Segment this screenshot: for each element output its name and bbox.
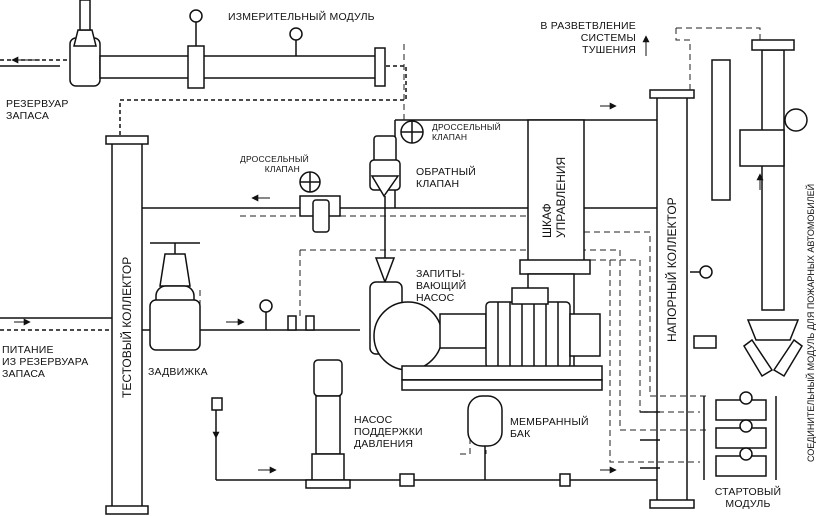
start-module-label: СТАРТОВЫЙ МОДУЛЬ bbox=[714, 486, 782, 510]
to-branch-label: В РАЗВЕТВЛЕНИЕ СИСТЕМЫ ТУШЕНИЯ bbox=[540, 20, 636, 56]
flow-arrows bbox=[14, 35, 764, 474]
throttle-valve-left bbox=[299, 171, 341, 233]
test-collector bbox=[105, 135, 149, 515]
feed-pump bbox=[369, 281, 603, 391]
throttle-valve-top-label: ДРОССЕЛЬНЫЙ КЛАПАН bbox=[432, 122, 501, 142]
control-lines bbox=[199, 27, 761, 463]
reserve-tank-label: РЕЗЕРВУАР ЗАПАСА bbox=[6, 98, 69, 122]
fire-truck-connector bbox=[693, 39, 808, 378]
check-valve-label: ОБРАТНЫЙ КЛАПАН bbox=[416, 166, 476, 190]
test-collector-label: ТЕСТОВЫЙ КОЛЛЕКТОР bbox=[120, 256, 134, 398]
pressure-collector bbox=[649, 89, 695, 509]
gate-valve bbox=[149, 242, 201, 351]
membrane-tank bbox=[211, 395, 571, 487]
jockey-pump bbox=[305, 359, 351, 489]
measuring-module-label: ИЗМЕРИТЕЛЬНЫЙ МОДУЛЬ bbox=[228, 11, 375, 23]
gate-valve-label: ЗАДВИЖКА bbox=[148, 366, 208, 378]
start-module bbox=[703, 391, 777, 480]
connecting-module-label: СОЕДИНИТЕЛЬНЫЙ МОДУЛЬ ДЛЯ ПОЖАРНЫХ АВТОМ… bbox=[806, 183, 816, 462]
supply-label: ПИТАНИЕ ИЗ РЕЗЕРВУАРА ЗАПАСА bbox=[2, 344, 89, 380]
check-valve bbox=[369, 159, 401, 285]
membrane-tank-label: МЕМБРАННЫЙ БАК bbox=[510, 416, 589, 440]
pressure-collector-label: НАПОРНЫЙ КОЛЛЕКТОР bbox=[665, 197, 679, 342]
control-cabinet-label: ШКАФ УПРАВЛЕНИЯ bbox=[540, 156, 568, 238]
jockey-pump-label: НАСОС ПОДДЕРЖКИ ДАВЛЕНИЯ bbox=[354, 414, 423, 450]
feed-pump-label: ЗАПИТЫ- ВАЮЩИЙ НАСОС bbox=[416, 268, 467, 304]
measuring-module-pipeline bbox=[0, 0, 407, 136]
throttle-valve-left-label: ДРОССЕЛЬНЫЙ КЛАПАН bbox=[240, 154, 309, 174]
pressure-gauges bbox=[259, 265, 713, 331]
